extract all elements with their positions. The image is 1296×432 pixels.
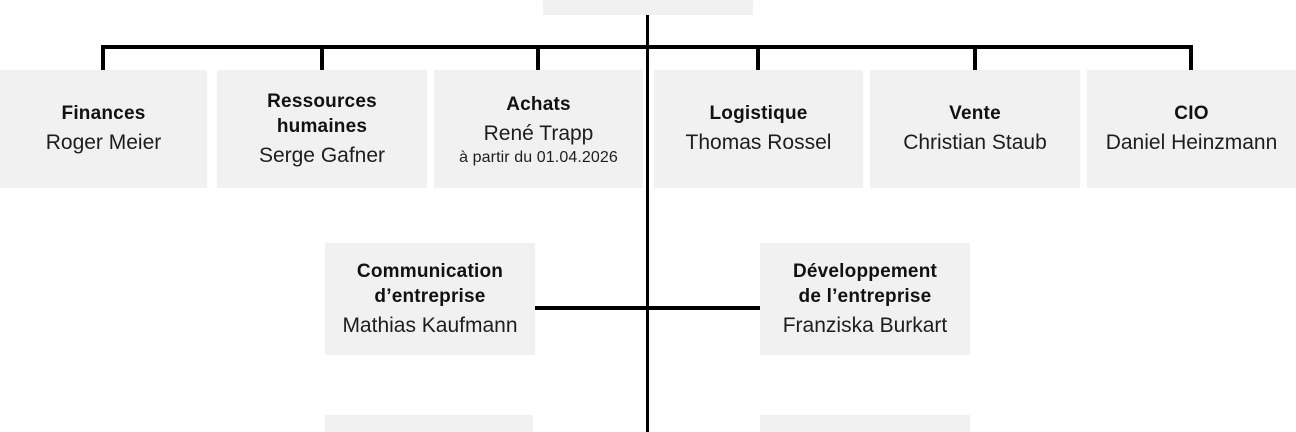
connector-stub-vente [973,45,977,71]
node-title-line1: Développement [792,260,938,282]
node-title: Vente [949,103,1001,124]
node-title-line2: d’entreprise [374,285,486,307]
node-person: Franziska Burkart [782,313,948,337]
org-node-communication-entreprise: Communication d’entreprise Mathias Kaufm… [325,243,535,355]
org-node-cutoff-bottom-left [325,415,533,432]
start-date-note: à partir du 01.04.2026 [459,148,618,166]
connector-stub-logistique [756,45,760,71]
connector-vertical-center [646,15,649,432]
org-node-cio: CIO Daniel Heinzmann [1087,70,1296,188]
connector-horizontal-main [101,45,1193,49]
node-person: René Trapp [483,121,594,145]
org-node-achats: Achats René Trapp à partir du 01.04.2026 [434,70,643,188]
node-title-line2: de l’entreprise [798,285,932,307]
connector-stub-ressources [320,45,324,71]
node-title: Achats [506,93,571,115]
node-title: Logistique [709,103,808,124]
connector-horizontal-row2 [535,306,760,310]
org-node-vente: Vente Christian Staub [870,70,1080,188]
node-title-line1: Communication [356,260,504,282]
org-node-logistique: Logistique Thomas Rossel [654,70,863,188]
node-person: Roger Meier [45,131,162,154]
connector-stub-achats [536,45,540,71]
connector-stub-finances [101,45,105,71]
node-title-line2: humaines [276,115,368,137]
org-node-cutoff-bottom-right [760,415,970,432]
org-node-finances: Finances Roger Meier [0,70,207,188]
node-person: Serge Gafner [258,143,386,167]
node-person: Mathias Kaufmann [342,313,518,337]
node-person: Thomas Rossel [685,131,832,154]
node-title-line1: Ressources [267,90,377,112]
node-title: CIO [1174,103,1209,124]
org-node-root-cutoff [543,0,753,15]
node-person: Daniel Heinzmann [1105,131,1278,154]
org-node-ressources-humaines: Ressources humaines Serge Gafner [217,70,427,188]
connector-stub-cio [1189,45,1193,71]
node-title: Finances [61,103,146,124]
org-node-developpement-entreprise: Développement de l’entreprise Franziska … [760,243,970,355]
node-person: Christian Staub [903,131,1047,154]
